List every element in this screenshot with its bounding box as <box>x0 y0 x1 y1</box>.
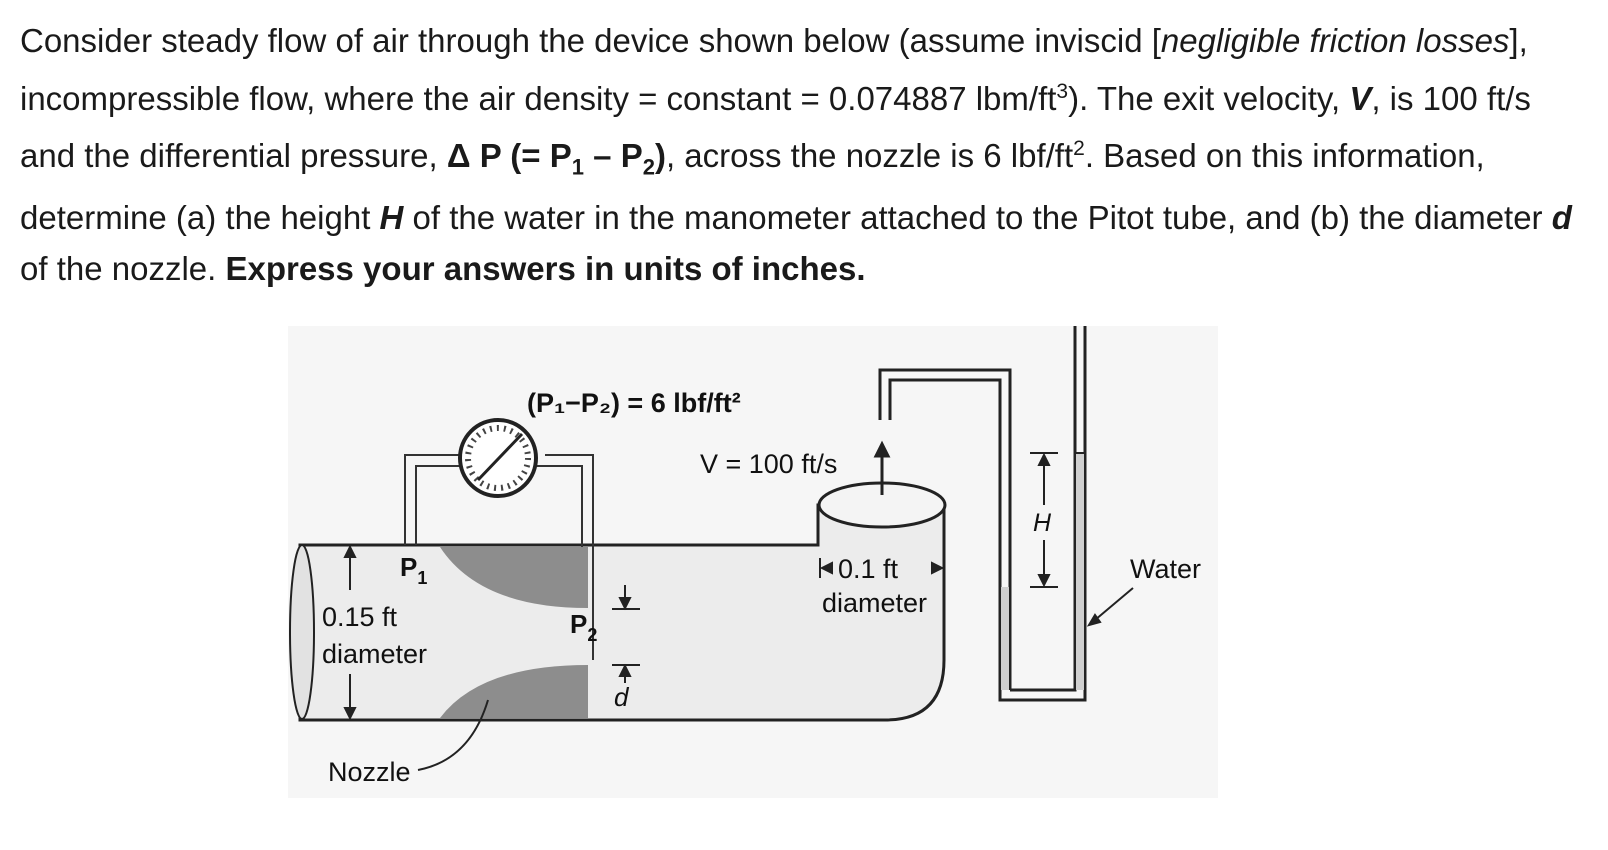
text-nozzle: of the nozzle. <box>20 249 226 287</box>
delta-p-part3: ) <box>654 137 666 174</box>
inlet-diameter-label-2: diameter <box>322 639 427 669</box>
outlet-diameter-label-2: diameter <box>822 588 927 618</box>
superscript-3: 3 <box>1056 79 1069 103</box>
delta-p-sub2: 2 <box>642 154 655 180</box>
throat-diameter-label: d <box>614 682 630 712</box>
delta-p-part2: – P <box>584 137 643 174</box>
water-label: Water <box>1130 554 1201 584</box>
water-leader-line <box>1086 587 1134 627</box>
symbol-v: V <box>1349 79 1372 117</box>
text-exit-velocity: The exit velocity, <box>1096 79 1350 117</box>
superscript-2: 2 <box>1073 137 1085 160</box>
text-determine: . Based on this information, determine (… <box>20 137 1485 237</box>
pressure-difference-label: (P₁−P₂) = 6 lbf/ft² <box>527 388 741 418</box>
text-paren-close: ). <box>1068 79 1089 117</box>
throat-diameter-arrows <box>612 585 640 683</box>
p1-label: P1 <box>400 552 427 588</box>
nozzle-label: Nozzle <box>328 757 411 787</box>
text-express-inches: Express your answers in units of inches. <box>225 249 866 287</box>
nozzle-upper <box>440 547 588 608</box>
pressure-gauge-icon <box>458 418 538 498</box>
pitot-tube <box>878 326 1087 702</box>
text-across-nozzle: , across the nozzle is 6 lbf/ft <box>665 137 1074 174</box>
pressure-tube-right <box>536 454 594 660</box>
text-density: ], incompressible flow, where the air de… <box>20 22 1528 117</box>
outlet-diameter-label: 0.1 ft <box>838 554 899 584</box>
text-intro: Consider steady flow of air through the … <box>20 22 1161 59</box>
pressure-tube-left <box>404 454 462 545</box>
manometer-water-bottom <box>1001 587 1009 690</box>
velocity-label: V = 100 ft/s <box>700 449 837 479</box>
inlet-diameter-label: 0.15 ft <box>322 602 398 632</box>
manometer-water-column <box>1076 453 1084 690</box>
problem-statement: Consider steady flow of air through the … <box>20 16 1595 294</box>
nozzle-lower <box>440 665 588 718</box>
delta-p-sub1: 1 <box>571 154 584 180</box>
text-differential: , is 100 ft/s and the differential press… <box>20 79 1531 175</box>
height-dimension-arrow <box>1030 452 1058 588</box>
text-friction-italic: negligible friction losses <box>1160 22 1510 59</box>
symbol-d: d <box>1551 199 1572 237</box>
velocity-arrow-icon <box>873 440 891 495</box>
symbol-delta-p: Δ P (= P1 – P2) <box>446 137 666 180</box>
symbol-h: H <box>379 199 404 237</box>
inlet-diameter-arrows <box>343 544 357 721</box>
delta-p-part1: Δ P (= P <box>446 137 572 174</box>
nozzle-leader-line <box>417 699 489 771</box>
text-manometer: of the water in the manometer attached t… <box>403 199 1552 237</box>
pipe-inlet-end <box>289 544 315 720</box>
height-label: H <box>1033 509 1052 537</box>
p2-label: P2 <box>570 609 597 645</box>
outlet-diameter-arrows <box>819 558 945 578</box>
